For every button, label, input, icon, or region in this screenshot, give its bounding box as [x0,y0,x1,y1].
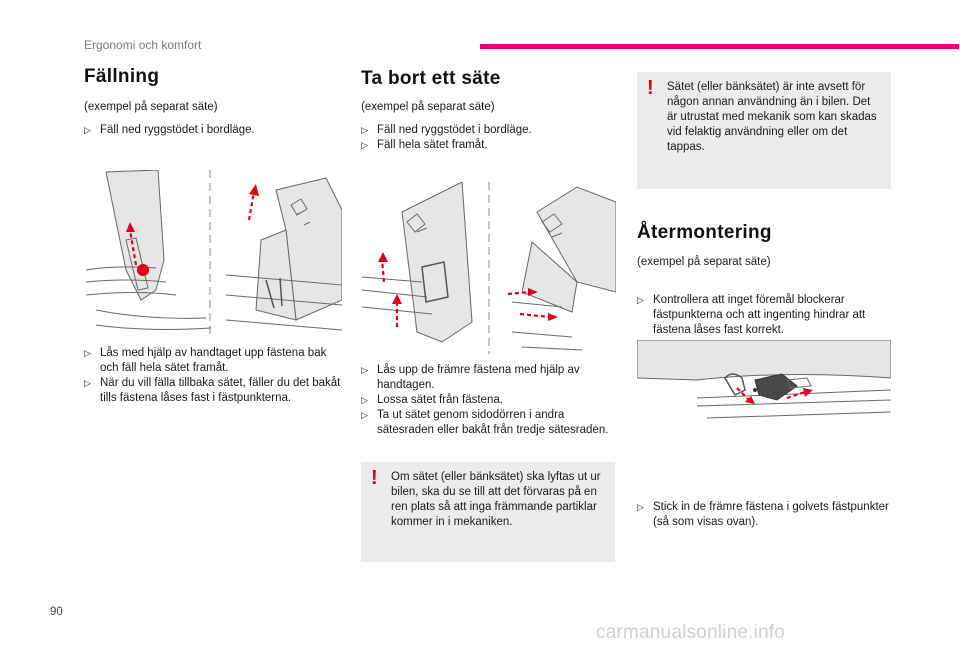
warning-box-usage: ! Sätet (eller bänksätet) är inte avsett… [637,72,891,189]
step-atermontering-1: ▷ Kontrollera att inget föremål blockera… [637,294,866,336]
subtitle-fallning: (exempel på separat säte) [84,101,218,113]
arrow-bullet-icon: ▷ [637,295,644,305]
step-atermontering-2: ▷ Stick in de främre fästena i golvets f… [637,501,889,528]
arrow-bullet-icon: ▷ [361,140,368,150]
warning-box-storage: ! Om sätet (eller bänksätet) ska lyftas … [361,462,615,562]
page-number: 90 [50,606,63,618]
section-accent-bar [480,44,959,49]
step-ta-bort-4: ▷ Lossa sätet från fästena. [361,394,503,406]
subtitle-ta-bort: (exempel på separat säte) [361,101,495,113]
steps-ta-bort-top: ▷ Fäll ned ryggstödet i bordläge. ▷ Fäll… [361,123,611,153]
section-title: Ergonomi och komfort [84,38,202,52]
watermark-text: carmanualsonline.info [596,622,786,643]
step-ta-bort-2: ▷ Fäll hela sätet framåt. [361,139,488,151]
arrow-bullet-icon: ▷ [361,410,368,420]
step-fallning-1: ▷ Fäll ned ryggstödet i bordläge. [84,124,255,136]
illustration-refit-seat [637,340,891,419]
heading-atermontering: Återmontering [637,222,772,243]
exclamation-icon: ! [647,77,654,99]
arrow-bullet-icon: ▷ [361,395,368,405]
heading-fallning: Fällning [84,66,160,87]
heading-ta-bort: Ta bort ett säte [361,68,501,89]
arrow-bullet-icon: ▷ [361,365,368,375]
illustration-fold-seat [86,170,342,335]
step-fallning-3: ▷ När du vill fälla tillbaka sätet, fäll… [84,377,341,404]
step-ta-bort-5: ▷ Ta ut sätet genom sidodörren i andra s… [361,409,609,436]
illustration-remove-seat [362,182,616,354]
step-ta-bort-3: ▷ Lås upp de främre fästena med hjälp av… [361,364,580,391]
arrow-bullet-icon: ▷ [637,502,644,512]
step-fallning-2: ▷ Lås med hjälp av handtaget upp fästena… [84,347,327,374]
arrow-bullet-icon: ▷ [84,348,91,358]
subtitle-atermontering: (exempel på separat säte) [637,256,771,268]
steps-fallning-bottom: ▷ Lås med hjälp av handtaget upp fästena… [84,346,346,406]
arrow-bullet-icon: ▷ [361,125,368,135]
arrow-bullet-icon: ▷ [84,378,91,388]
steps-ta-bort-bottom: ▷ Lås upp de främre fästena med hjälp av… [361,363,609,438]
arrow-bullet-icon: ▷ [84,125,91,135]
step-ta-bort-1: ▷ Fäll ned ryggstödet i bordläge. [361,124,532,136]
exclamation-icon: ! [371,467,378,489]
